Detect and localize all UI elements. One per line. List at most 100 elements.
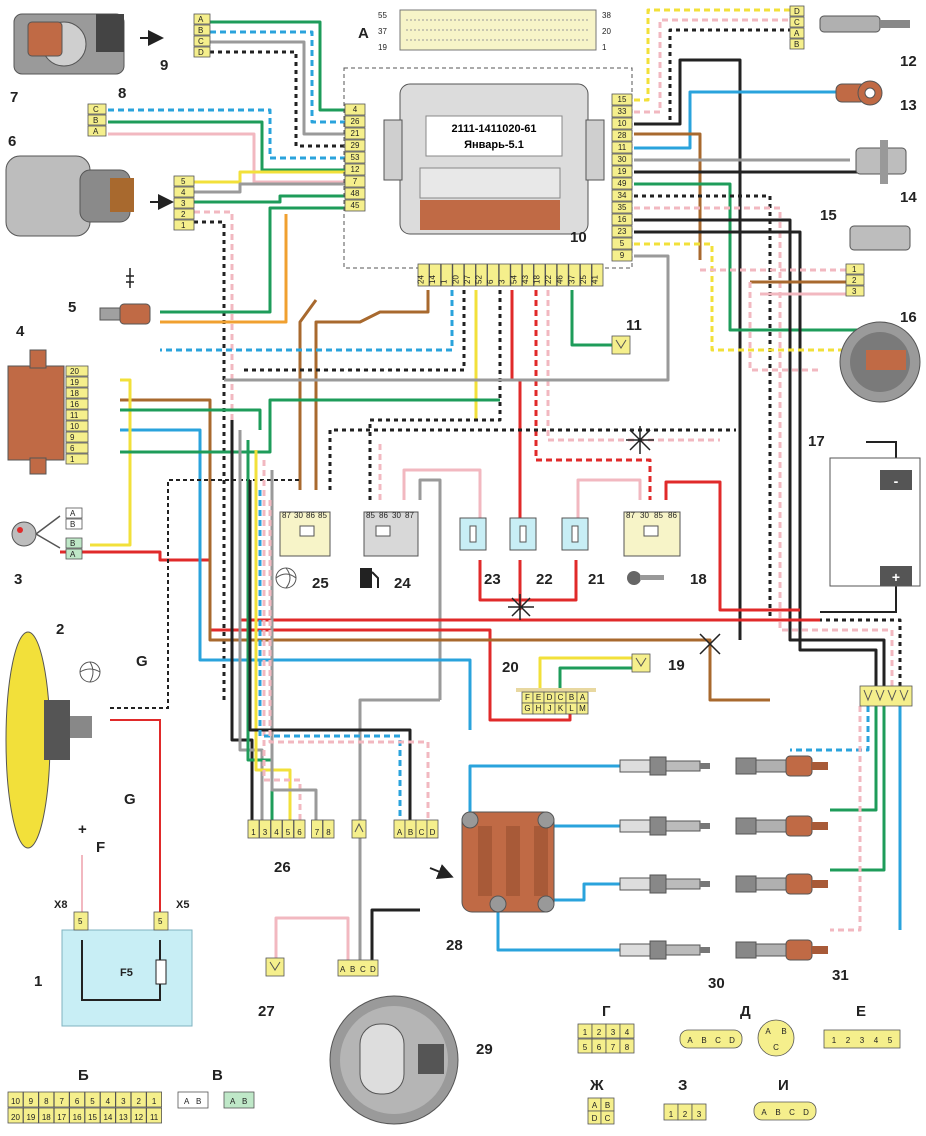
ecu-right-pin-10: 10	[618, 119, 627, 128]
legend-B-top-8-cell	[38, 1091, 55, 1108]
ecu-left-pin-45: 45	[351, 201, 360, 210]
c20-top-A: A	[580, 693, 586, 702]
pin-x8: 5	[78, 917, 83, 926]
label-2: 2	[56, 621, 64, 638]
legend-E-pin-5: 5	[888, 1036, 893, 1045]
coolant-sensor	[99, 268, 151, 325]
legend-B-top-7: 7	[59, 1097, 64, 1106]
pin-4-11: 11	[70, 411, 79, 420]
legend-E-pin-2: 2	[846, 1036, 851, 1045]
ecu-bottom-pin-3: 3	[498, 279, 507, 284]
ecu-right-pin-16-cell	[611, 213, 633, 226]
ecu-bottom-pin-cell	[498, 263, 511, 287]
pin-12b: B	[794, 40, 799, 49]
ecu-bottom-pin-24: 24	[417, 275, 426, 284]
legend-Zh-label: Ж	[589, 1077, 604, 1094]
legend-V-a1: A	[184, 1097, 190, 1106]
c26-pin-6: 6	[297, 828, 302, 837]
legend-Zh-pin-3-cell	[600, 1110, 615, 1125]
pin-12d: D	[794, 7, 800, 16]
legend-I-pin-B: B	[775, 1108, 780, 1117]
pin-12c: C	[794, 18, 800, 27]
legend-B-top-2-cell	[130, 1091, 147, 1108]
label-27: 27	[258, 1003, 275, 1020]
ecu-bottom-pin-41: 41	[591, 275, 600, 284]
relay-25-pins: 87 30 86 85	[282, 511, 327, 520]
legend-D-shell	[679, 1029, 743, 1049]
legend-G-bot-8: 8	[625, 1043, 630, 1052]
c20-top-C: C	[558, 693, 564, 702]
ecu-left-pin-4-cell	[344, 103, 366, 116]
label-30: 30	[708, 975, 725, 992]
pin-3a2: A	[70, 550, 76, 559]
label-F5: F5	[120, 967, 133, 979]
legend-B-top-4: 4	[106, 1097, 111, 1106]
hdr-37: 37	[378, 27, 387, 36]
connector-19	[631, 653, 651, 673]
legend-E-label: Е	[856, 1003, 866, 1020]
label-12: 12	[900, 53, 917, 70]
spark-plug-1	[619, 756, 710, 776]
c26-pin-7: 7	[315, 828, 320, 837]
legend-V-b2: B	[242, 1097, 247, 1106]
legend-E-shell	[823, 1029, 901, 1049]
c20-top-B: B	[569, 693, 574, 702]
label-6: 6	[8, 133, 16, 150]
label-G2: G	[124, 791, 136, 808]
ecu-right-pin-11-cell	[611, 141, 633, 154]
ecu-right-pin-34: 34	[618, 191, 627, 200]
ecu-bottom-pin-52: 52	[475, 275, 484, 284]
legend-B-top-1-cell	[146, 1091, 163, 1108]
ecu-bottom-pin-14: 14	[428, 275, 437, 284]
c28-pin-C: C	[419, 828, 425, 837]
pin-9b: B	[198, 26, 203, 35]
c20-rail	[516, 688, 596, 692]
legend-G-top-2: 2	[597, 1028, 602, 1037]
legend-B-bot-15-cell	[84, 1107, 101, 1124]
ecu-bottom-pin-cell	[580, 263, 592, 287]
ecu-left-pin-12-cell	[344, 163, 366, 176]
spark-plug-2	[619, 816, 710, 836]
legend-B-top-6: 6	[75, 1097, 80, 1106]
battery-plus: +	[892, 569, 900, 585]
ecu-bottom-pin-37: 37	[567, 275, 576, 284]
c26-pin-1: 1	[251, 828, 256, 837]
fuel-icon	[360, 568, 379, 588]
connector-11	[611, 335, 631, 355]
ecu-left-pin-48: 48	[351, 189, 360, 198]
label-X5: X5	[176, 899, 189, 911]
ecu-bottom-pin-cell	[556, 263, 569, 287]
ecu-left-pin-7: 7	[353, 177, 358, 186]
injector-connector-bank	[859, 685, 913, 707]
legend-D-pin-A: A	[687, 1036, 693, 1045]
spark-plugs	[619, 756, 710, 960]
legend-B-top-8: 8	[44, 1097, 49, 1106]
ecu-left-pin-26: 26	[351, 117, 360, 126]
injector-4	[735, 939, 828, 961]
ecu-right-pin-35: 35	[618, 203, 627, 212]
c28-pin-A: A	[397, 828, 403, 837]
label-5: 5	[68, 299, 76, 316]
ecu-right-pin-19: 19	[618, 167, 627, 176]
connector-29-splice	[351, 819, 367, 839]
relay-25	[279, 511, 331, 557]
ecu-bottom-pin-54: 54	[509, 275, 518, 284]
legend-G-bot-5: 5	[583, 1043, 588, 1052]
ecu-bottom-pin-25: 25	[579, 275, 588, 284]
ecu-bottom-pin-6: 6	[486, 279, 495, 284]
legend-B-top-9: 9	[29, 1097, 34, 1106]
pin-12a: A	[794, 29, 800, 38]
maf-sensor	[5, 155, 174, 237]
pin-8b: B	[93, 116, 98, 125]
c28-pin-D: D	[430, 828, 436, 837]
control-module	[7, 349, 65, 475]
r18-86: 86	[668, 511, 677, 520]
r18-87: 87	[626, 511, 635, 520]
ecu-left-pin-21: 21	[351, 129, 360, 138]
pin-3a: A	[70, 509, 76, 518]
pin-15-1: 1	[852, 265, 857, 274]
legend-D-pin-C: C	[715, 1036, 721, 1045]
label-24: 24	[394, 575, 411, 592]
